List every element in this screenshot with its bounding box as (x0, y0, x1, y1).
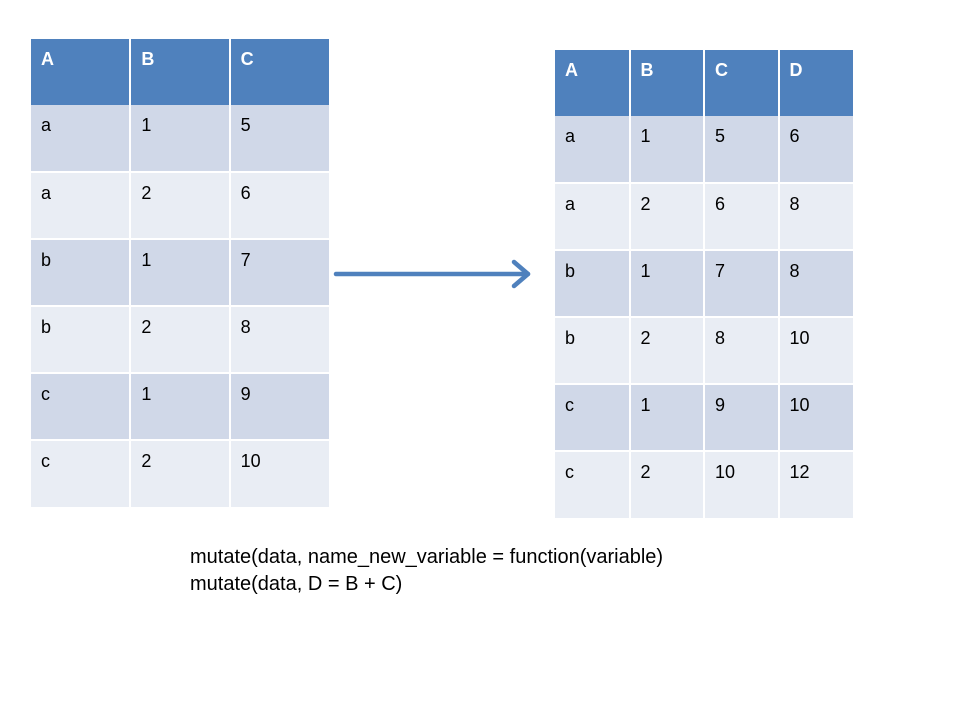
table-cell: 2 (629, 317, 705, 385)
table-cell: 9 (704, 384, 780, 452)
table-cell: b (31, 306, 132, 374)
code-caption: mutate(data, name_new_variable = functio… (190, 544, 663, 598)
table-cell: 7 (704, 250, 780, 318)
table-cell: a (31, 105, 132, 173)
column-header: C (229, 39, 329, 105)
column-header: A (555, 50, 631, 116)
table-cell: 1 (130, 105, 231, 173)
table-cell: b (555, 250, 631, 318)
table-cell: 8 (778, 250, 853, 318)
table-cell: a (31, 172, 132, 240)
table-row: c 1 9 10 (555, 384, 853, 452)
table-cell: 8 (704, 317, 780, 385)
column-header: A (31, 39, 132, 105)
table-cell: 12 (778, 451, 853, 518)
table-cell: b (555, 317, 631, 385)
table-cell: 1 (629, 384, 705, 452)
table-cell: 1 (130, 373, 231, 441)
header-row: A B C (31, 39, 329, 105)
table-cell: c (31, 440, 132, 507)
table-cell: 6 (778, 116, 853, 184)
table-row: a 1 5 6 (555, 116, 853, 184)
table-cell: 9 (229, 373, 329, 441)
table-row: b 1 7 8 (555, 250, 853, 318)
table-cell: 10 (778, 317, 853, 385)
caption-line: mutate(data, name_new_variable = functio… (190, 546, 664, 568)
table-cell: 6 (704, 183, 780, 251)
table-cell: 8 (229, 306, 329, 374)
table-cell: c (31, 373, 132, 441)
table-cell: a (555, 116, 631, 184)
table-row: b 2 8 (31, 306, 329, 374)
table-cell: 5 (704, 116, 780, 184)
output-table: A B C D a 1 5 6 a 2 6 8 b 1 7 8 b 2 8 10 (555, 50, 853, 518)
arrow-head (511, 259, 531, 289)
column-header: B (629, 50, 705, 116)
table-cell: b (31, 239, 132, 307)
table-cell: 8 (778, 183, 853, 251)
table-cell: a (555, 183, 631, 251)
table-cell: c (555, 384, 631, 452)
table-cell: 2 (629, 183, 705, 251)
table-cell: c (555, 451, 631, 518)
table-cell: 2 (130, 440, 231, 507)
input-table: A B C a 1 5 a 2 6 b 1 7 b 2 8 c 1 9 (31, 39, 329, 507)
table-row: b 2 8 10 (555, 317, 853, 385)
table-cell: 1 (629, 250, 705, 318)
column-header: C (704, 50, 780, 116)
table-cell: 10 (704, 451, 780, 518)
table-cell: 10 (778, 384, 853, 452)
table-row: c 2 10 (31, 440, 329, 507)
table-row: c 2 10 12 (555, 451, 853, 518)
table-cell: 1 (130, 239, 231, 307)
table-cell: 5 (229, 105, 329, 173)
table-cell: 2 (130, 172, 231, 240)
table-cell: 2 (629, 451, 705, 518)
table-cell: 6 (229, 172, 329, 240)
table-row: a 2 6 8 (555, 183, 853, 251)
table-row: a 2 6 (31, 172, 329, 240)
table-cell: 10 (229, 440, 329, 507)
column-header: D (778, 50, 853, 116)
table-cell: 2 (130, 306, 231, 374)
table-cell: 1 (629, 116, 705, 184)
column-header: B (130, 39, 231, 105)
table-row: b 1 7 (31, 239, 329, 307)
header-row: A B C D (555, 50, 853, 116)
table-row: c 1 9 (31, 373, 329, 441)
caption-line: mutate(data, D = B + C) (190, 573, 403, 595)
table-cell: 7 (229, 239, 329, 307)
arrow-right-icon (333, 259, 531, 289)
table-row: a 1 5 (31, 105, 329, 173)
